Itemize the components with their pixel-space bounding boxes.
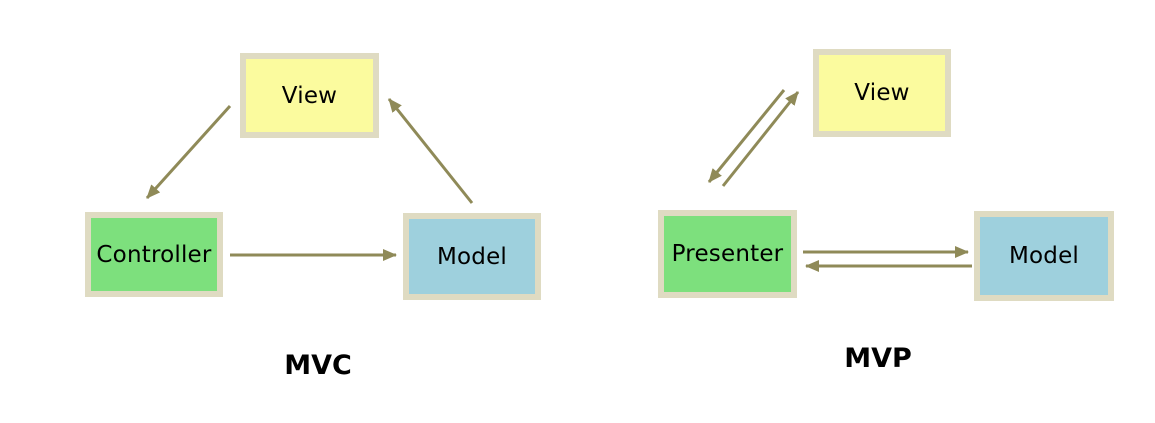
arrow-mvp-view-to-presenter: [707, 89, 786, 183]
mvc-view-label: View: [281, 82, 338, 109]
mvp-view-node: View: [813, 49, 951, 137]
mvc-view-node: View: [240, 53, 379, 138]
mvc-model-node: Model: [403, 213, 541, 300]
mvp-view-label: View: [854, 80, 910, 106]
arrow-mvc-model-to-view: [387, 98, 474, 204]
arrow-mvc-view-to-controller: [145, 104, 232, 200]
mvc-model-label: Model: [436, 243, 508, 270]
arrow-mvp-presenter-to-view: [721, 91, 800, 187]
mvc-diagram-title: MVC: [284, 350, 352, 381]
mvp-presenter-node: Presenter: [658, 210, 797, 298]
mvc-controller-node: Controller: [85, 212, 223, 297]
mvc-controller-label: Controller: [96, 241, 212, 268]
mvp-model-label: Model: [1008, 243, 1080, 269]
mvp-presenter-label: Presenter: [671, 241, 784, 267]
mvp-diagram-title: MVP: [844, 343, 912, 374]
mvp-model-node: Model: [974, 211, 1114, 301]
